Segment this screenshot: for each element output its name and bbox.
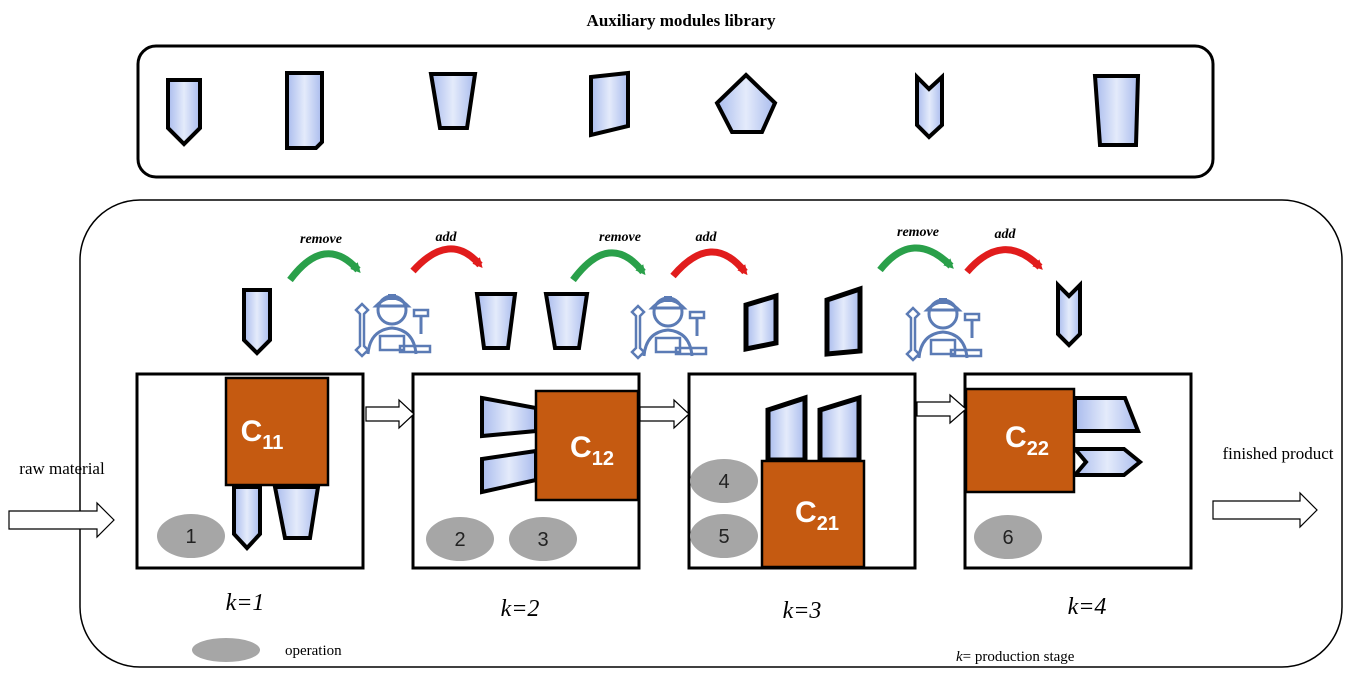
worker-icon-3	[905, 296, 983, 362]
remove-arrow-1	[287, 250, 361, 283]
station-2: C12 2 3 k=2	[411, 372, 641, 622]
operation-number: 6	[1002, 527, 1013, 549]
module-slanted	[743, 292, 779, 353]
worker-icon-2	[630, 294, 708, 360]
transfer-arrow-2	[639, 398, 690, 430]
operation-badge	[974, 515, 1042, 559]
config-label: C12	[570, 431, 614, 470]
production-system-panel	[79, 199, 1343, 668]
operation-number: 1	[185, 526, 196, 548]
module-trapezoid	[543, 292, 590, 350]
stage-label: k=3	[783, 598, 822, 624]
add-arrow-1	[410, 245, 483, 274]
add-label-1: add	[436, 230, 458, 245]
stage-label: k=4	[1068, 594, 1107, 620]
raw-material-label: raw material	[19, 459, 105, 478]
operation-badge	[509, 517, 577, 561]
attached-module	[817, 394, 862, 463]
module-pointed-small	[166, 78, 202, 147]
add-arrow-3	[964, 246, 1043, 275]
stage-label: k=2	[501, 596, 540, 622]
remove-arrow-3	[877, 244, 954, 273]
operation-number: 5	[718, 526, 729, 548]
stage-legend: k= production stage	[956, 649, 1075, 665]
config-block	[534, 389, 640, 502]
station-3: C21 4 5 k=3	[687, 372, 917, 624]
module-slanted	[824, 285, 863, 357]
output-arrow	[1212, 491, 1318, 529]
module-pointed-small	[242, 288, 272, 356]
library-panel	[136, 44, 1215, 179]
operation-number: 4	[718, 471, 729, 493]
operation-number: 3	[537, 529, 548, 551]
transition-arrows	[287, 244, 1043, 283]
library-modules	[166, 70, 1141, 150]
attached-module	[272, 485, 321, 540]
transfer-arrow-1	[365, 398, 415, 430]
operation-number: 2	[454, 529, 465, 551]
add-arrow-2	[670, 248, 748, 279]
attached-module	[232, 485, 262, 551]
operation-badge	[157, 514, 225, 558]
floating-modules	[242, 280, 1082, 357]
module-trapezoid	[474, 292, 518, 350]
attached-module	[1073, 396, 1141, 433]
operation-badge	[690, 514, 758, 558]
module-notched	[915, 72, 944, 140]
module-slanted	[589, 70, 630, 138]
add-label-2: add	[696, 230, 718, 245]
remove-label-1: remove	[300, 232, 342, 247]
module-tapered	[1092, 74, 1141, 147]
module-notched	[1056, 280, 1082, 348]
library-title: Auxiliary modules library	[587, 11, 776, 30]
attached-module	[1070, 447, 1144, 477]
module-pentagon	[714, 72, 778, 134]
flow-arrows	[8, 393, 1318, 539]
worker-icon-1	[354, 292, 432, 358]
config-block	[224, 376, 330, 487]
station-4: C22 6 k=4	[963, 372, 1193, 620]
remove-label-3: remove	[897, 225, 939, 240]
module-trapezoid	[428, 72, 478, 130]
finished-product-label: finished product	[1223, 444, 1334, 463]
stage-label: k=1	[226, 590, 265, 616]
config-block	[760, 459, 866, 569]
config-label: C21	[795, 496, 839, 535]
transfer-arrow-3	[916, 393, 967, 425]
operation-badge	[690, 459, 758, 503]
input-arrow	[8, 501, 115, 539]
operation-badge	[426, 517, 494, 561]
config-block	[964, 387, 1076, 494]
config-label: C22	[1005, 421, 1049, 460]
add-label-3: add	[995, 227, 1017, 242]
station-1: C11 1 k=1	[135, 372, 365, 616]
operation-legend-label: operation	[285, 643, 342, 659]
remove-label-2: remove	[599, 230, 641, 245]
remove-arrow-2	[570, 249, 646, 283]
config-label: C11	[241, 415, 284, 454]
module-rect-tall	[285, 71, 324, 150]
operation-legend-swatch	[192, 638, 260, 662]
attached-module	[765, 394, 808, 463]
